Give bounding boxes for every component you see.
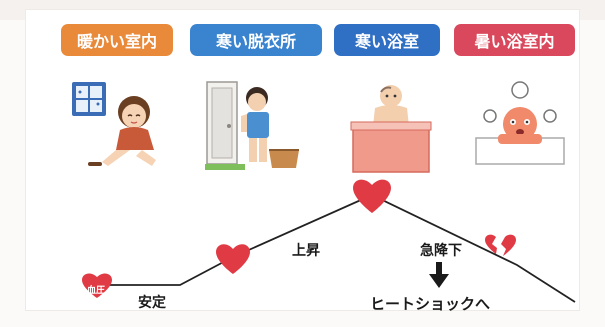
label-hot-bath: 暑い浴室内	[454, 24, 575, 56]
heart-icon-rising	[216, 244, 250, 274]
heart-icon-peak	[353, 179, 391, 213]
label-cold-dressing-room: 寒い脱衣所	[190, 24, 322, 56]
woman-resting-icon	[72, 82, 156, 166]
man-in-bathtub-icon	[350, 85, 432, 173]
down-arrow-icon	[429, 262, 449, 288]
label-cold-bathroom: 寒い浴室	[334, 24, 440, 56]
blood-pressure-label: 血圧	[86, 286, 105, 296]
broken-heart-icon	[485, 234, 516, 256]
pressure-line	[110, 194, 576, 303]
man-undressing-icon	[205, 81, 299, 170]
overheated-man-icon	[475, 81, 565, 165]
sharp-drop-label: 急降下	[420, 243, 462, 259]
stable-label: 安定	[138, 295, 166, 311]
heat-shock-label: ヒートショックへ	[370, 295, 491, 313]
rise-label: 上昇	[292, 243, 320, 259]
heart-icon-start	[82, 273, 112, 298]
blood-pressure-badge: 血圧	[82, 279, 110, 301]
label-warm-room: 暖かい室内	[61, 24, 173, 56]
